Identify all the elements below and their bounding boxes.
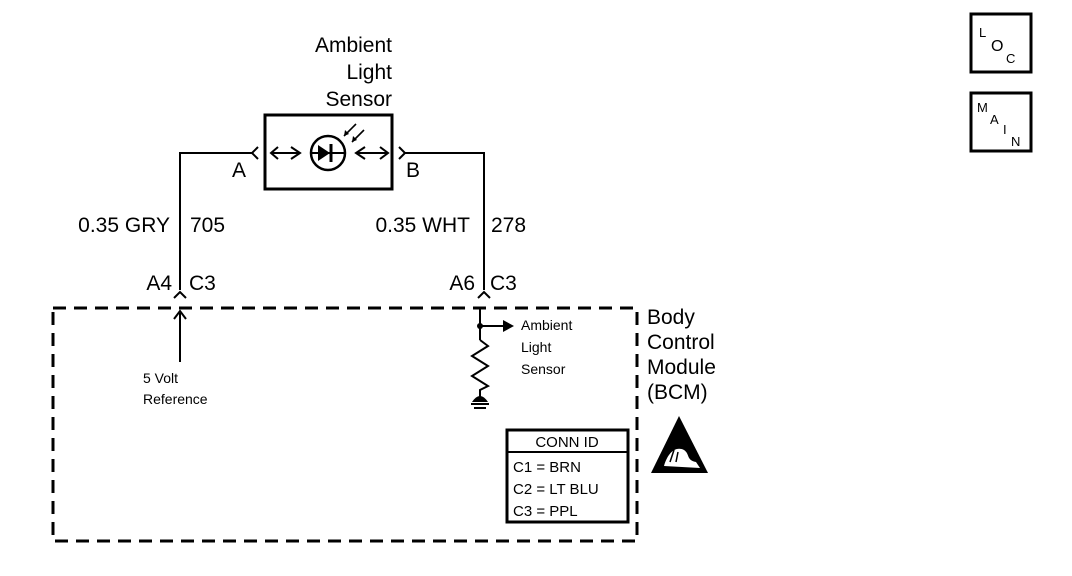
pin-a-label: A bbox=[232, 159, 246, 182]
wires: 0.35 GRY 705 0.35 WHT 278 bbox=[78, 152, 526, 290]
sensor-box bbox=[263, 113, 394, 191]
right-connector-mark bbox=[477, 290, 491, 299]
reference-line1: 5 Volt bbox=[143, 370, 178, 386]
ground-icon bbox=[471, 396, 489, 409]
bcm-title: Body Control Module (BCM) bbox=[647, 306, 716, 404]
photodiode-icon bbox=[309, 123, 365, 172]
wire-right-gauge-color: 0.35 WHT bbox=[375, 214, 470, 237]
loc-letter-l: L bbox=[979, 25, 986, 40]
main-letter-m: M bbox=[977, 100, 988, 115]
wire-right-circuit: 278 bbox=[491, 214, 526, 237]
bcm-sensor-label-line3: Sensor bbox=[521, 361, 566, 377]
bcm-title-line4: (BCM) bbox=[647, 381, 708, 404]
main-letter-a: A bbox=[990, 112, 999, 127]
conn-id-row: C3 = PPL bbox=[513, 503, 578, 520]
reference-line2: Reference bbox=[143, 391, 208, 407]
bcm-sensor-label-line2: Light bbox=[521, 339, 551, 355]
wire-left bbox=[179, 152, 252, 290]
pin-b-mark bbox=[398, 146, 407, 160]
bcm-connectors: A4 C3 A6 C3 bbox=[146, 272, 517, 299]
left-conn-label: C3 bbox=[189, 272, 216, 295]
bcm-title-line2: Control bbox=[647, 331, 715, 354]
bcm-title-line1: Body bbox=[647, 306, 695, 329]
sensor-title-line2: Light bbox=[346, 61, 392, 84]
conn-id-header: CONN ID bbox=[535, 434, 599, 451]
sensor-title-line3: Sensor bbox=[325, 88, 392, 111]
right-arrow-icon bbox=[503, 320, 514, 332]
conn-id-table: CONN ID C1 = BRN C2 = LT BLU C3 = PPL bbox=[505, 428, 630, 524]
right-conn-label: C3 bbox=[490, 272, 517, 295]
conn-id-row: C1 = BRN bbox=[513, 459, 581, 476]
main-letter-n: N bbox=[1011, 134, 1020, 149]
bcm-sensor-label-line1: Ambient bbox=[521, 317, 572, 333]
main-letter-i: I bbox=[1003, 122, 1007, 137]
bcm-sensor-input: Ambient Light Sensor bbox=[470, 308, 572, 409]
loc-letter-o: O bbox=[991, 38, 1003, 55]
left-connector-mark bbox=[173, 290, 187, 299]
loc-letter-c: C bbox=[1006, 51, 1015, 66]
five-volt-reference: 5 Volt Reference bbox=[143, 309, 208, 407]
resistor-icon bbox=[470, 339, 491, 398]
pin-b-label: B bbox=[406, 159, 420, 182]
wire-right bbox=[405, 152, 485, 290]
ambient-light-sensor: Ambient Light Sensor A B bbox=[232, 34, 420, 191]
wire-left-circuit: 705 bbox=[190, 214, 225, 237]
esd-warning-icon bbox=[651, 416, 708, 473]
wire-left-gauge-color: 0.35 GRY bbox=[78, 214, 170, 237]
bcm-outline bbox=[51, 306, 639, 543]
sensor-internal-lines bbox=[269, 146, 390, 160]
sensor-title-line1: Ambient bbox=[315, 34, 392, 57]
loc-button[interactable]: L O C bbox=[969, 12, 1033, 74]
bcm-title-line3: Module bbox=[647, 356, 716, 379]
left-pin-label: A4 bbox=[146, 272, 172, 295]
main-button[interactable]: M A I N bbox=[969, 91, 1033, 153]
right-pin-label: A6 bbox=[449, 272, 475, 295]
conn-id-row: C2 = LT BLU bbox=[513, 481, 599, 498]
pin-a-mark bbox=[250, 146, 259, 160]
up-arrow-icon bbox=[173, 309, 187, 320]
